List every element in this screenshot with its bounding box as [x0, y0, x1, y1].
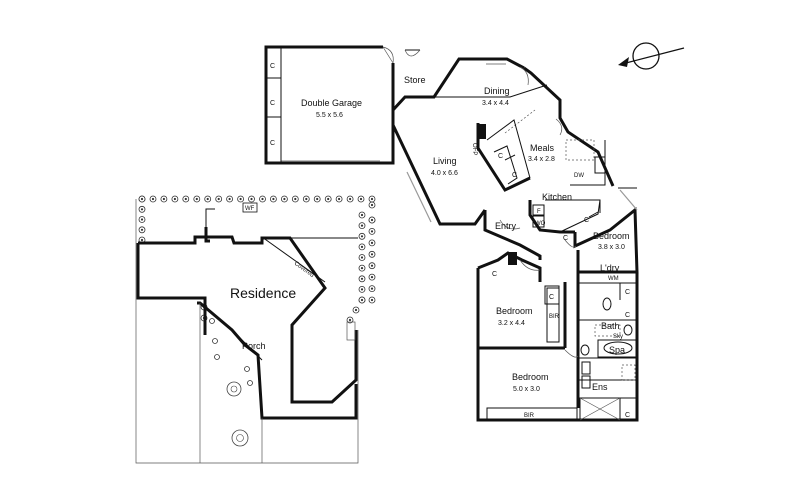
- bedroom-main-name: Bedroom: [512, 372, 549, 382]
- kitchen-cupboard-2: C: [512, 172, 517, 179]
- hedge-shrub-centre: [173, 197, 176, 201]
- kitchen-cupboard-3: C: [584, 217, 589, 224]
- sky-label: Sky: [613, 334, 623, 340]
- fridge-label: F: [537, 209, 541, 215]
- hedge-shrub-centre: [359, 197, 363, 201]
- store-name: Store: [404, 75, 426, 85]
- dw-label: DW: [574, 173, 584, 179]
- meals-dims: 3.4 x 2.8: [528, 156, 555, 163]
- hedge-shrub-centre: [140, 197, 144, 201]
- hedge-shrub-centre: [348, 318, 352, 322]
- room-labels: Store Dining 3.4 x 4.4 Meals 3.4 x 2.8 L…: [404, 75, 630, 419]
- double-garage: C C C Double Garage 5.5 x 5.6: [264, 45, 395, 165]
- bedroom-right-name: Bedroom: [593, 231, 630, 241]
- garage-dims: 5.5 x 5.6: [316, 112, 343, 119]
- kitchen-name: Kitchen: [542, 192, 572, 202]
- bedroom-mid-dims: 3.2 x 4.4: [498, 320, 525, 327]
- hedge-shrub-centre: [360, 267, 364, 270]
- hedge-shrub-centre: [140, 218, 144, 221]
- garage-cupboard-2: C: [270, 100, 275, 107]
- garage-name: Double Garage: [301, 98, 362, 108]
- bedroom-mid-cupboard: C: [549, 294, 554, 301]
- hedge-shrub-centre: [370, 253, 374, 256]
- ofp-label: OFP: [471, 143, 477, 155]
- hedge-shrub-centre: [327, 197, 330, 201]
- porch-label: Porch: [242, 341, 266, 351]
- meals-name: Meals: [530, 143, 555, 153]
- hedge-shrub-centre: [360, 288, 364, 291]
- bedroom-right-dims: 3.8 x 3.0: [598, 244, 625, 251]
- wall-oven-label: WO: [535, 221, 546, 227]
- hedge-shrub-centre: [283, 197, 286, 201]
- entry-name: Entry: [495, 221, 517, 231]
- hedge-shrub-centre: [354, 308, 358, 312]
- hedge-shrub-centre: [140, 208, 144, 211]
- hedge-shrub-centre: [370, 197, 374, 201]
- laundry-cupboard: C: [625, 289, 630, 296]
- hedge-shrub-centre: [360, 235, 364, 238]
- hedge-shrub-centre: [370, 287, 374, 290]
- ensuite-name: Ens: [592, 382, 608, 392]
- wm-label: WM: [608, 276, 619, 282]
- hedge-shrub-centre: [370, 203, 374, 207]
- hedge-shrub-centre: [195, 197, 198, 201]
- house-walls: [391, 49, 639, 422]
- hedge-shrub-centre: [206, 197, 209, 201]
- hedge-shrub-centre: [360, 298, 364, 302]
- garage-cupboard-3: C: [270, 140, 275, 147]
- bath-name: Bath: [601, 321, 620, 331]
- bath-cupboard: C: [625, 312, 630, 319]
- hedge-shrub-centre: [316, 197, 319, 201]
- hedge-shrub-centre: [370, 298, 374, 302]
- wf-label: WF: [245, 206, 255, 212]
- hedge-row: [138, 195, 376, 324]
- hedge-shrub-centre: [294, 197, 297, 201]
- hedge-shrub-centre: [151, 197, 155, 201]
- hedge-shrub-centre: [370, 264, 374, 267]
- residence-block: Residence Porch Covered WF: [135, 195, 376, 464]
- hedge-shrub-centre: [338, 197, 341, 201]
- hedge-shrub-centre: [184, 197, 187, 201]
- hedge-shrub-centre: [360, 256, 364, 259]
- hedge-shrub-centre: [360, 245, 364, 248]
- hedge-shrub-centre: [261, 197, 264, 201]
- spa-label: Spa: [609, 345, 625, 355]
- bir-mid-label: BIR: [549, 314, 560, 320]
- dining-name: Dining: [484, 86, 510, 96]
- hedge-shrub-centre: [370, 241, 374, 244]
- hedge-shrub-centre: [349, 197, 352, 201]
- hedge-shrub-centre: [239, 197, 242, 201]
- laundry-name: L'dry: [600, 263, 620, 273]
- bedroom-mid-name: Bedroom: [496, 306, 533, 316]
- hedge-shrub-centre: [360, 277, 364, 280]
- living-dims: 4.0 x 6.6: [431, 170, 458, 177]
- hedge-shrub-centre: [140, 228, 144, 231]
- hedge-shrub-centre: [140, 238, 144, 242]
- hedge-shrub-centre: [228, 197, 231, 201]
- hedge-shrub-centre: [370, 218, 374, 222]
- entry-cupboard: C: [563, 235, 568, 242]
- dining-dims: 3.4 x 4.4: [482, 100, 509, 107]
- residence-label: Residence: [230, 285, 296, 301]
- kitchen-cupboard-1: C: [498, 153, 503, 160]
- hedge-shrub-centre: [360, 224, 364, 227]
- hedge-shrub-centre: [217, 197, 220, 201]
- bir-main-label: BIR: [524, 413, 535, 419]
- ensuite-cupboard: C: [625, 412, 630, 419]
- hedge-shrub-centre: [250, 197, 253, 201]
- hedge-shrub-centre: [370, 230, 374, 233]
- hedge-shrub-centre: [360, 213, 364, 217]
- hedge-shrub-centre: [370, 276, 374, 279]
- bedroom-main-dims: 5.0 x 3.0: [513, 386, 540, 393]
- garage-cupboard-1: C: [270, 63, 275, 70]
- living-name: Living: [433, 156, 457, 166]
- north-arrow-icon: [618, 42, 685, 70]
- hedge-shrub-centre: [162, 197, 165, 201]
- hedge-shrub-centre: [272, 197, 275, 201]
- hall-cupboard: C: [492, 271, 497, 278]
- hedge-shrub-centre: [305, 197, 308, 201]
- garden-shrubs: [209, 318, 253, 447]
